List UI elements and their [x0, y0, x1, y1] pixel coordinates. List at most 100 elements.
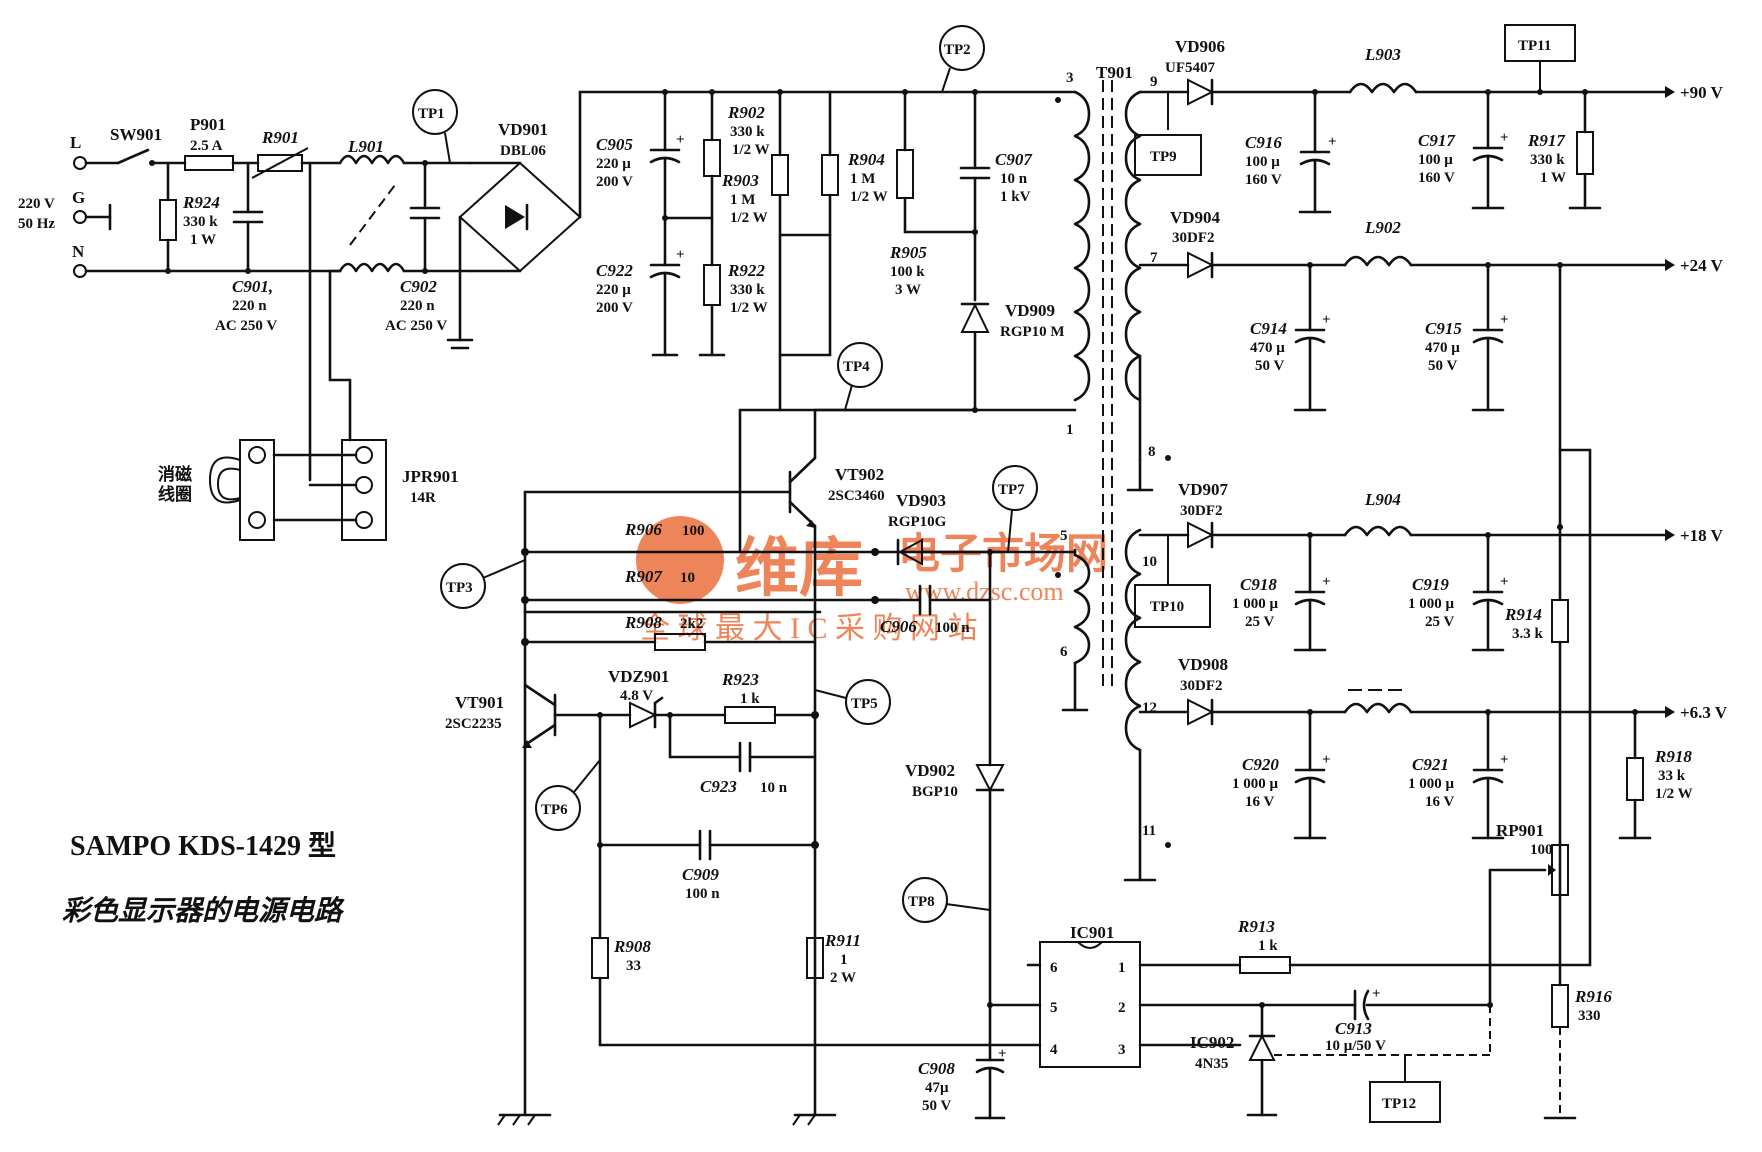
arrow-icon	[1665, 529, 1675, 541]
tp6-label: TP6	[541, 802, 568, 818]
t901-pin1: 1	[1066, 422, 1074, 438]
ic901-section: IC901 6 5 4 1 2 3 R913 1 k + C913 10 μ/5…	[988, 917, 1592, 1123]
c915-value: 470 μ	[1425, 340, 1460, 356]
c923-value: 10 n	[760, 780, 788, 796]
c913-ref: C913	[1335, 1019, 1372, 1038]
vt902-ref: VT902	[835, 465, 884, 484]
tp1-label: TP1	[418, 106, 445, 122]
tp5-label: TP5	[851, 696, 878, 712]
tp8-icon	[902, 877, 948, 923]
c915-rating: 50 V	[1428, 358, 1457, 374]
hv-bus: TP2 + + C905 220 μ 200 V C922 220 μ 200 …	[578, 25, 1077, 413]
r914-ref: R914	[1504, 605, 1542, 624]
tp10-label: TP10	[1150, 599, 1184, 615]
ic901-pin1: 1	[1118, 960, 1126, 976]
c922-ref: C922	[596, 261, 633, 280]
r916-value: 330	[1578, 1008, 1601, 1024]
c921-rating: 16 V	[1425, 794, 1454, 810]
c901-value: 220 n	[232, 298, 267, 314]
svg-text:+: +	[1500, 312, 1509, 328]
c920-rating: 16 V	[1245, 794, 1274, 810]
tp3-icon	[440, 563, 486, 609]
t901-pin5: 5	[1060, 528, 1068, 544]
svg-text:+: +	[676, 247, 685, 263]
p901-value: 2.5 A	[190, 138, 223, 154]
svg-text:+: +	[1322, 312, 1331, 328]
vd907-icon	[1187, 521, 1215, 549]
c902-value: 220 n	[400, 298, 435, 314]
c906-value: 100 n	[935, 620, 970, 636]
ic901-pin2: 2	[1118, 1000, 1126, 1016]
tp10-icon	[1134, 584, 1211, 628]
c902-rating: AC 250 V	[385, 318, 447, 334]
label-L: L	[70, 133, 81, 152]
l901-ref: L901	[347, 137, 384, 156]
vd908-icon	[1187, 698, 1215, 726]
r913-value: 1 k	[1258, 938, 1278, 954]
r904-power: 1/2 W	[850, 189, 888, 205]
terminal-L-icon	[73, 156, 87, 170]
t901-ref: T901	[1096, 63, 1133, 82]
vd906-icon	[1187, 78, 1215, 106]
r922-power: 1/2 W	[730, 300, 768, 316]
output-18v-label: +18 V	[1680, 526, 1724, 545]
r917-power: 1 W	[1540, 170, 1566, 186]
output-90v: VD906 UF5407 TP9 + C916 100 μ 160 V L903…	[1134, 24, 1724, 214]
tp9-icon	[1134, 134, 1202, 176]
vd908-ref: VD908	[1178, 655, 1228, 674]
t901-pin8: 8	[1148, 444, 1156, 460]
r905-icon	[896, 149, 914, 199]
t901-pin11: 11	[1142, 823, 1156, 839]
diagram-subtitle: 彩色显示器的电源电路	[62, 895, 345, 927]
watermark-name: 电子市场网	[898, 531, 1108, 578]
c913-value: 10 μ/50 V	[1325, 1038, 1386, 1054]
r911-ref: R911	[824, 931, 861, 950]
r918-ref: R918	[1654, 747, 1692, 766]
label-N: N	[72, 242, 85, 261]
l901: L901 C902 220 n AC 250 V	[308, 137, 472, 482]
watermark-brand: 维库	[735, 533, 863, 604]
r902-value: 330 k	[730, 124, 765, 140]
l902-ref: L902	[1364, 218, 1401, 237]
ic902-ref: IC902	[1190, 1033, 1234, 1052]
r906-value: 100	[682, 523, 705, 539]
c908-value: 47μ	[925, 1080, 949, 1096]
c914-rating: 50 V	[1255, 358, 1284, 374]
switch-icon	[116, 148, 150, 165]
r905-value: 100 k	[890, 264, 925, 280]
svg-text:+: +	[1500, 574, 1509, 590]
c917-rating: 160 V	[1418, 170, 1455, 186]
c905-value: 220 μ	[596, 156, 631, 172]
vd908-value: 30DF2	[1180, 678, 1223, 694]
l904-icon	[1343, 525, 1413, 537]
vd904-icon	[1187, 251, 1215, 279]
tp2-label: TP2	[944, 42, 971, 58]
c908-rating: 50 V	[922, 1098, 951, 1114]
r903-ref: R903	[721, 171, 759, 190]
c921-value: 1 000 μ	[1408, 776, 1455, 792]
jpr901-icon	[341, 439, 387, 541]
vdz901-icon	[629, 701, 658, 729]
degauss-connector-icon	[239, 439, 275, 541]
c923-ref: C923	[700, 777, 737, 796]
tp4-label: TP4	[843, 359, 870, 375]
rp901-ref: RP901	[1496, 821, 1544, 840]
t901-pin6: 6	[1060, 644, 1068, 660]
mains-frequency: 50 Hz	[18, 216, 55, 232]
feedback-divider: RP901 100 R916 330	[1488, 448, 1612, 1120]
arrow-icon	[1665, 259, 1675, 271]
c907-rating: 1 kV	[1000, 189, 1031, 205]
r902-ref: R902	[727, 103, 765, 122]
jpr901-ref: JPR901	[402, 467, 459, 486]
c901-rating: AC 250 V	[215, 318, 277, 334]
l904-ref: L904	[1364, 490, 1401, 509]
r904-value: 1 M	[850, 171, 875, 187]
r905-power: 3 W	[895, 282, 921, 298]
c914-ref: C914	[1250, 319, 1287, 338]
vd901-value: DBL06	[500, 143, 546, 159]
c919-ref: C919	[1412, 575, 1449, 594]
svg-text:+: +	[1500, 752, 1509, 768]
r923-ref: R923	[721, 670, 759, 689]
watermark-slogan: 全 球 最 大 I C 采 购 网 站	[640, 612, 978, 645]
vt901-section: VT901 2SC2235 VDZ901 4.8 V R923 1 k C923…	[445, 667, 1042, 1126]
